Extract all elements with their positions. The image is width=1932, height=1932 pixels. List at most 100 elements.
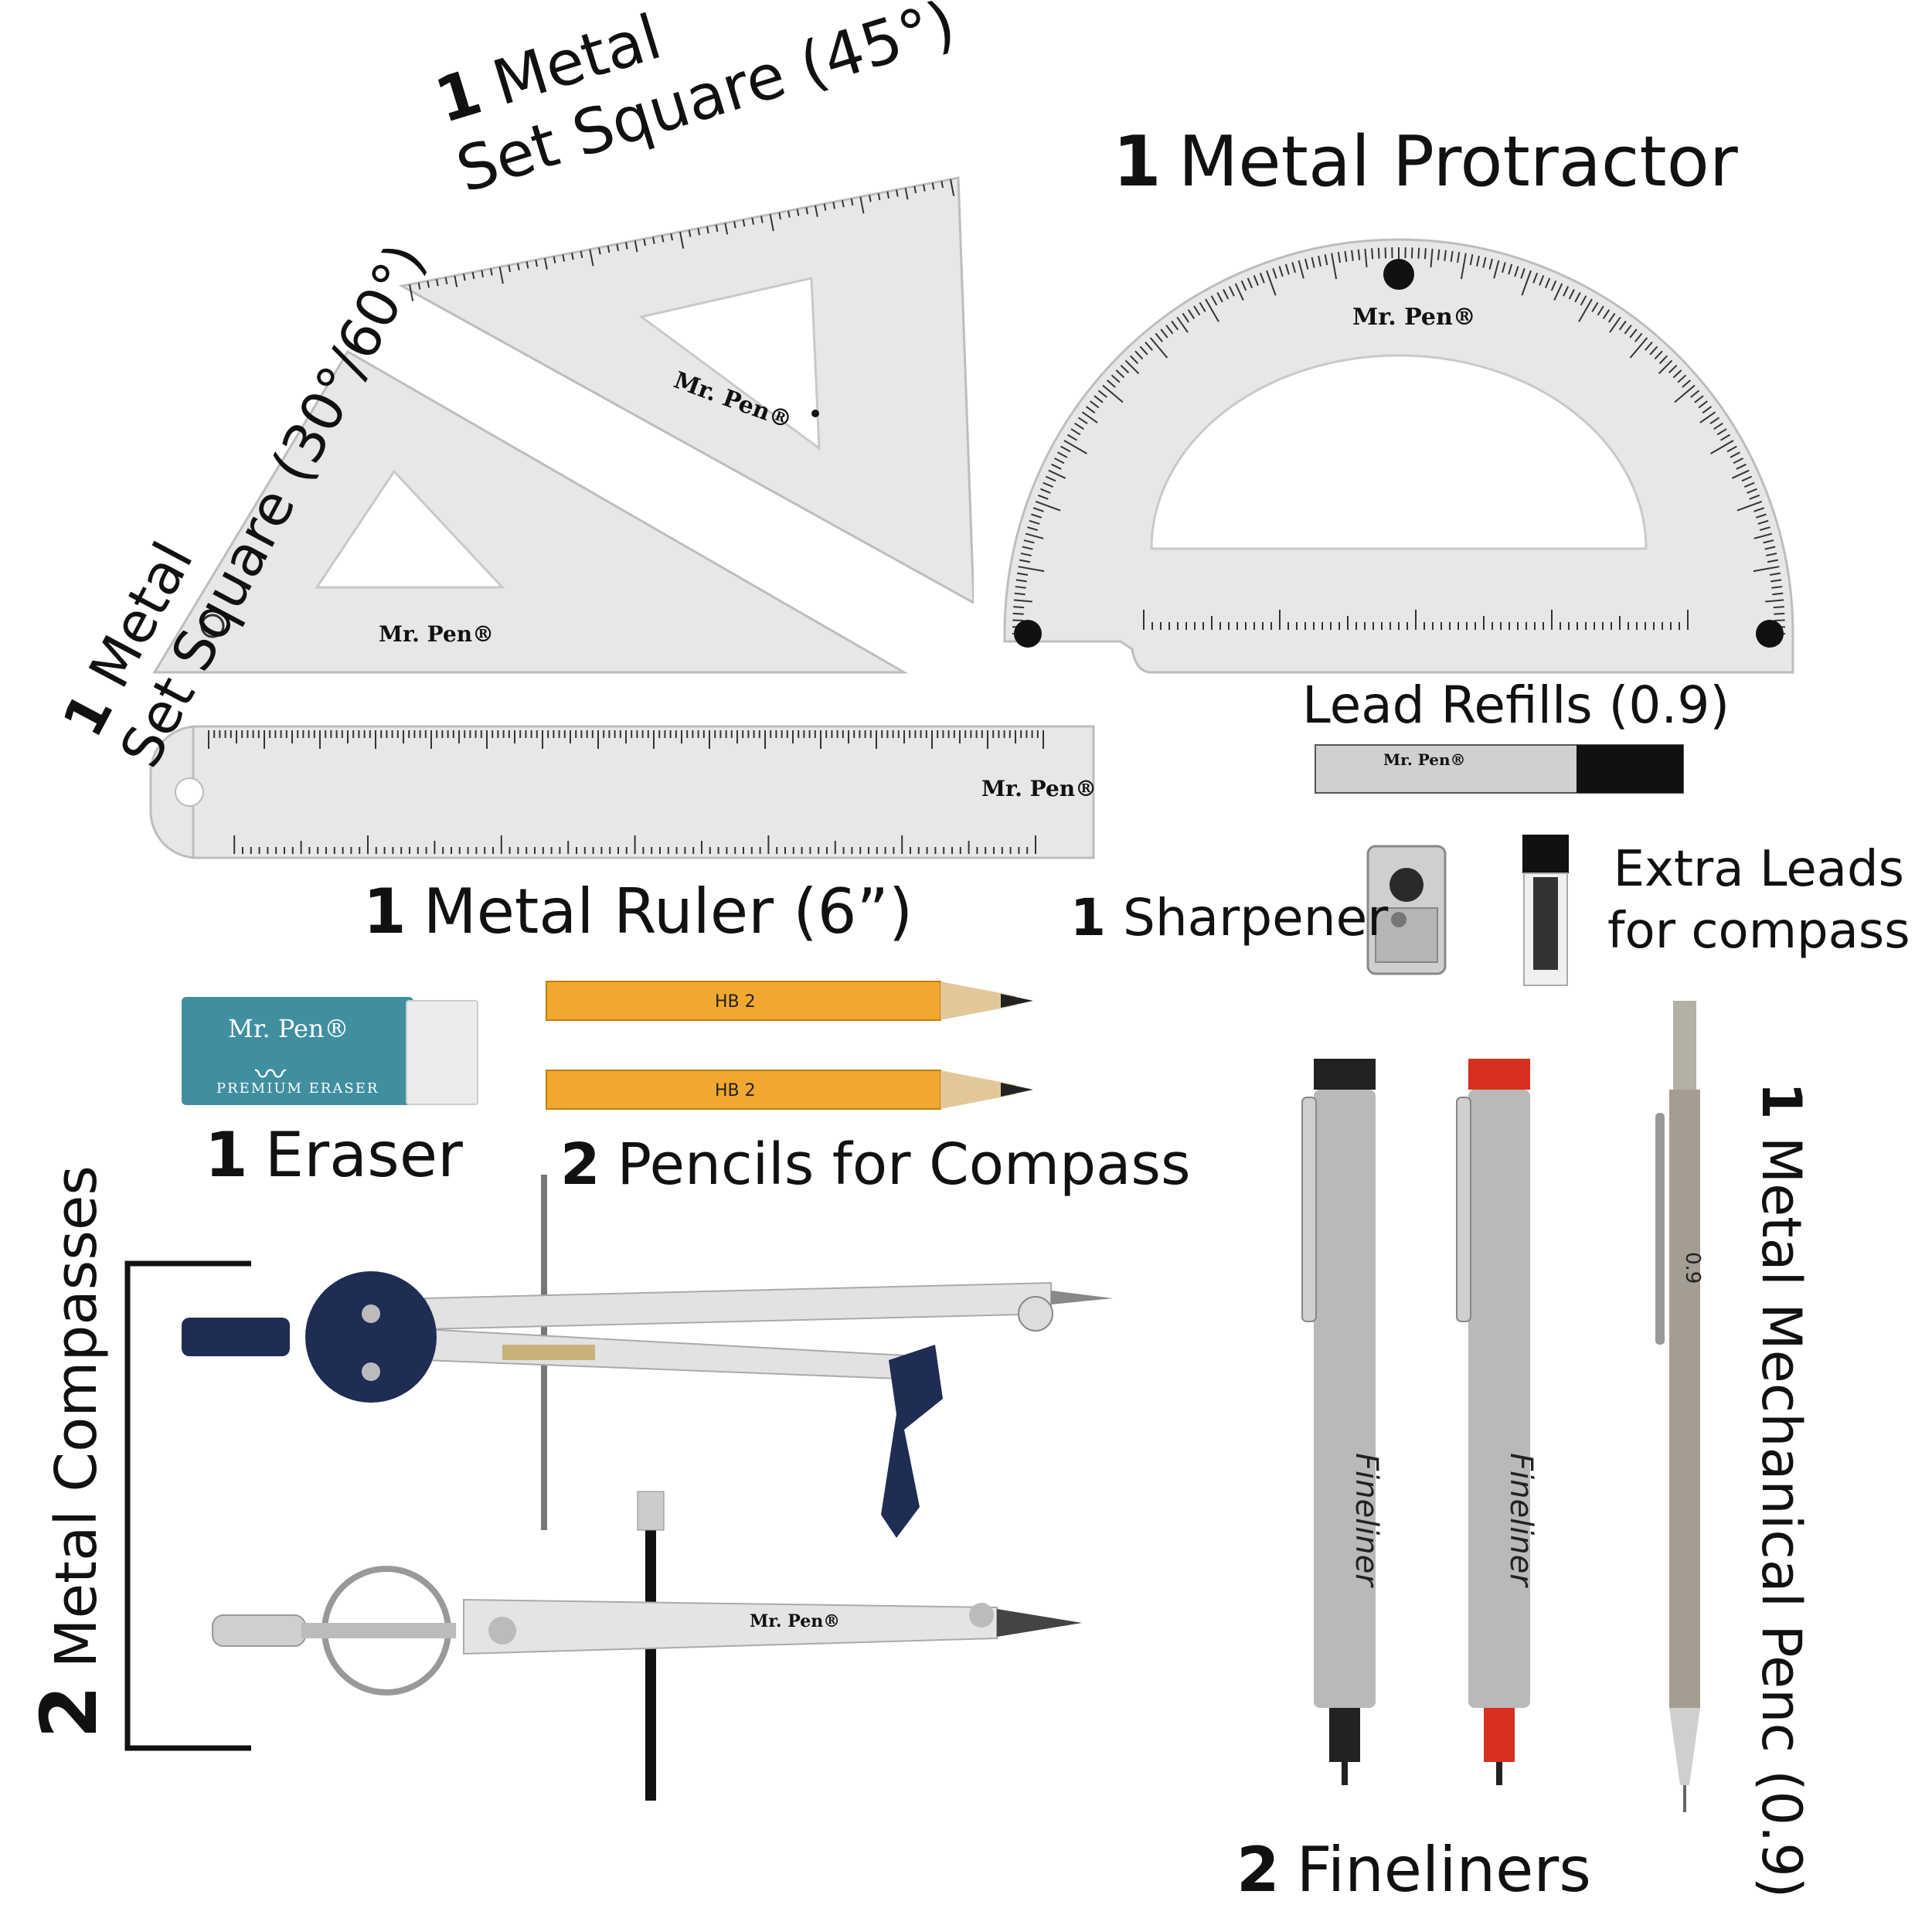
tick-mark — [1520, 267, 1526, 279]
tick-mark — [1460, 253, 1467, 280]
tick-mark — [1469, 253, 1474, 266]
tick-mark — [562, 254, 566, 262]
count: 1 — [205, 1119, 248, 1191]
tick-mark — [913, 185, 917, 194]
tick-mark — [1501, 262, 1506, 274]
tick-mark — [815, 205, 818, 217]
label-mech-pencil: 1Metal Mechanical Penc (0.9) — [1750, 1082, 1813, 1898]
tick-mark — [580, 250, 583, 258]
tick-mark — [1607, 312, 1616, 323]
tick-mark — [760, 216, 764, 223]
tick-mark — [1070, 428, 1081, 436]
tick-mark — [1417, 247, 1420, 259]
count: 1 — [1070, 888, 1106, 947]
tick-mark — [1106, 379, 1116, 388]
tick-mark — [471, 271, 475, 280]
tick-mark — [1094, 395, 1104, 403]
tick-mark — [1027, 526, 1039, 532]
tick-mark — [1733, 457, 1743, 464]
tick-mark — [1124, 359, 1140, 375]
tick-mark — [1045, 475, 1056, 482]
tick-mark — [1749, 494, 1760, 500]
tick-mark — [869, 195, 872, 202]
tick-mark — [1139, 345, 1148, 355]
tick-mark — [1741, 475, 1753, 482]
tick-mark — [1753, 507, 1765, 512]
tick-mark — [1351, 250, 1354, 261]
tick-mark — [1199, 301, 1206, 312]
tick-mark — [661, 235, 665, 243]
label-text: Pencils for Compass — [617, 1131, 1191, 1198]
tick-mark — [1645, 341, 1653, 351]
tick-mark — [1544, 277, 1551, 289]
tick-mark — [1629, 337, 1648, 359]
tick-mark — [1085, 406, 1096, 414]
tick-mark — [1521, 270, 1532, 296]
tick-mark — [1514, 266, 1519, 277]
tick-mark — [1066, 434, 1077, 441]
tick-mark — [553, 256, 556, 264]
tick-mark — [1029, 519, 1040, 525]
tick-mark — [1035, 501, 1061, 512]
tick-mark — [1324, 253, 1328, 266]
tick-mark — [706, 226, 709, 234]
tick-mark — [1747, 488, 1757, 494]
tick-mark — [1187, 309, 1196, 319]
tick-mark — [1134, 350, 1144, 360]
tick-mark — [1240, 280, 1247, 291]
tick-mark — [1015, 579, 1027, 583]
tick-mark — [1444, 250, 1447, 261]
tick-mark — [1690, 389, 1700, 398]
tick-mark — [1077, 417, 1088, 425]
tick-mark — [850, 198, 854, 206]
tick-mark — [1450, 250, 1454, 262]
tick-mark — [1344, 250, 1348, 262]
tick-mark — [1767, 559, 1779, 563]
tick-mark — [1488, 258, 1493, 270]
tick-mark — [1437, 249, 1440, 260]
tick-mark — [1234, 283, 1244, 301]
tick-mark — [950, 179, 955, 196]
tick-mark — [859, 196, 865, 214]
tick-mark — [1223, 289, 1230, 300]
tick-mark — [1311, 257, 1315, 268]
tick-mark — [1063, 440, 1087, 454]
tick-mark — [1597, 305, 1604, 316]
tick-mark — [1710, 440, 1734, 454]
tick-mark — [1025, 532, 1044, 539]
tick-mark — [1602, 309, 1611, 319]
tick-mark — [1682, 379, 1692, 388]
tick-mark — [1032, 507, 1044, 512]
tick-mark — [1102, 384, 1124, 403]
tick-mark — [886, 191, 890, 199]
count: 2 — [24, 1685, 114, 1739]
tick-mark — [1182, 312, 1190, 323]
tick-mark — [1051, 463, 1062, 470]
tick-mark — [1658, 359, 1673, 375]
tick-mark — [1674, 384, 1696, 403]
tick-mark — [1216, 292, 1223, 303]
label-compasses: 2Metal Compasses — [24, 1165, 114, 1739]
tick-mark — [1476, 255, 1480, 267]
tick-mark — [1672, 369, 1682, 379]
tick-mark — [1054, 457, 1065, 464]
tick-mark — [1508, 264, 1513, 275]
label-extra-leads: Extra Leads for compass — [1607, 838, 1910, 962]
tick-mark — [1677, 374, 1687, 383]
tick-mark — [1753, 566, 1780, 573]
tick-mark — [1266, 270, 1277, 296]
tick-mark — [1284, 264, 1290, 275]
tick-mark — [1364, 248, 1368, 267]
tick-mark — [1698, 400, 1708, 409]
tick-mark — [535, 260, 539, 267]
tick-mark — [769, 214, 774, 232]
tick-mark — [724, 223, 729, 235]
tick-mark — [625, 242, 628, 250]
tick-mark — [544, 257, 548, 270]
tick-mark — [904, 188, 909, 200]
tick-mark — [1731, 469, 1750, 479]
tick-mark — [1097, 389, 1107, 398]
compass-bracket — [124, 1260, 251, 1751]
tick-mark — [616, 243, 620, 251]
